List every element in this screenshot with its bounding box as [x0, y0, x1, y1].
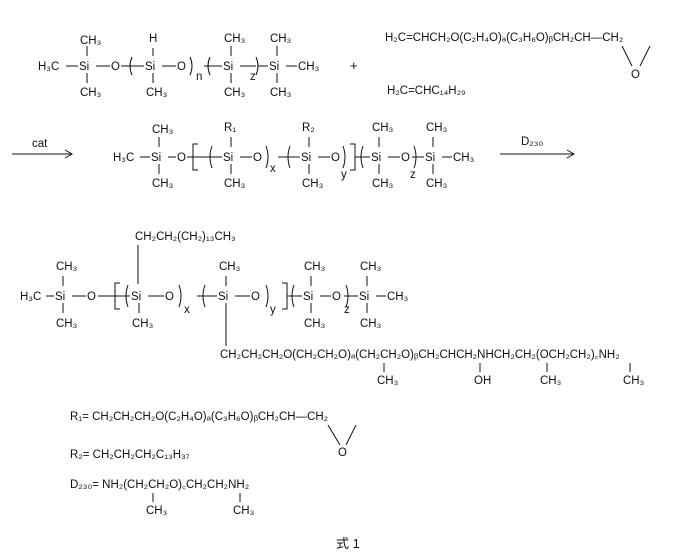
oxygen-atom: O — [87, 291, 96, 303]
methyl-pendant-2: CH₃ — [540, 375, 562, 387]
si-atom: Si — [55, 291, 65, 303]
catalyst-label: cat — [32, 138, 48, 150]
methyl-bottom: CH₃ — [152, 178, 174, 190]
methyl-right: CH₃ — [387, 291, 409, 303]
methyl-bottom: CH₃ — [426, 178, 448, 190]
epoxide-oxygen: O — [338, 447, 347, 459]
scheme-caption: 式 1 — [336, 536, 360, 551]
methyl-pendant-1: CH₃ — [377, 375, 399, 387]
reactant-siloxane: H₃C Si CH₃ CH₃ O Si H CH₃ O n Si CH₃ CH₃… — [38, 33, 320, 99]
reaction-arrow-1: cat — [12, 138, 74, 159]
methyl-right: CH₃ — [453, 152, 475, 164]
subscript-x: x — [184, 304, 190, 316]
oxygen-atom: O — [331, 152, 340, 164]
methyl-bottom: CH₃ — [146, 87, 168, 99]
oxygen-atom: O — [251, 291, 260, 303]
oxygen-atom: O — [165, 291, 174, 303]
reagent-label: D₂₃₀ — [521, 136, 543, 148]
definition-r1: R₁= CH₂CH₂CH₂O(C₂H₄O)ₐ(C₃H₆O)ᵦCH₂CH—CH₂ — [70, 411, 328, 423]
methyl-top: CH₃ — [360, 261, 382, 273]
intermediate-siloxane: H₃C Si CH₃ CH₃ O Si R₁ CH₃ O x Si R₂ CH₃… — [113, 122, 475, 190]
d230-methyl-1: CH₃ — [146, 505, 168, 517]
methyl-top: CH₃ — [56, 261, 78, 273]
si-atom: Si — [151, 152, 161, 164]
definition-d230: D₂₃₀= NH₂(CH₂CH₂O)꜀CH₂CH₂NH₂ — [70, 479, 249, 491]
reaction-arrow-2: D₂₃₀ — [500, 136, 576, 159]
methyl-bottom: CH₃ — [132, 318, 154, 330]
definition-r2: R₂= CH₂CH₂CH₂C₁₃H₃₇ — [70, 449, 190, 461]
si-atom: Si — [223, 61, 233, 73]
methyl-bottom: CH₃ — [80, 87, 102, 99]
product-siloxane: CH₂CH₂(CH₂)₁₃CH₃ H₃C Si CH₃ CH₃ O Si CH₃… — [20, 231, 645, 387]
si-atom: Si — [303, 291, 313, 303]
oxygen-atom: O — [111, 61, 120, 73]
definitions: R₁= CH₂CH₂CH₂O(C₂H₄O)ₐ(C₃H₆O)ᵦCH₂CH—CH₂ … — [70, 411, 357, 517]
subscript-y: y — [270, 304, 276, 316]
methyl-bottom: CH₃ — [56, 318, 78, 330]
substituent-r1: R₁ — [224, 122, 236, 134]
methyl-bottom: CH₃ — [224, 87, 246, 99]
epoxide-oxygen: O — [631, 69, 640, 81]
si-atom: Si — [79, 61, 89, 73]
methyl-bottom: CH₃ — [360, 318, 382, 330]
alkyl-chain-top: CH₂CH₂(CH₂)₁₃CH₃ — [135, 231, 236, 243]
oxygen-atom: O — [253, 152, 262, 164]
si-atom: Si — [425, 152, 435, 164]
polyether-amine-chain: CH₂CH₂CH₂O(CH₂CH₂O)ₐ(CH₂CH₂O)ᵦCH₂CHCH₂NH… — [220, 349, 620, 361]
plus-sign: + — [350, 58, 358, 73]
methyl-h3c-left: H₃C — [113, 152, 134, 164]
si-atom: Si — [131, 291, 141, 303]
si-atom: Si — [145, 61, 155, 73]
reactant-allyl-polyether: H₂C=CHCH₂O(C₂H₄O)ₐ(C₃H₆O)ᵦCH₂CH—CH₂ O — [385, 32, 651, 81]
subscript-n: n — [196, 71, 202, 83]
si-atom: Si — [223, 152, 233, 164]
methyl-h3c-left: H₃C — [20, 291, 41, 303]
hydroxyl-group: OH — [474, 375, 491, 387]
alkene-formula: H₂C=CHC₁₄H₂₉ — [387, 85, 466, 97]
subscript-y: y — [341, 169, 347, 181]
d230-methyl-2: CH₃ — [233, 505, 255, 517]
substituent-r2: R₂ — [302, 122, 315, 134]
hydrogen-atom: H — [149, 33, 157, 45]
methyl-top: CH₃ — [304, 261, 326, 273]
subscript-z: z — [250, 71, 256, 83]
oxygen-atom: O — [401, 152, 410, 164]
methyl-bottom: CH₃ — [224, 178, 246, 190]
allyl-polyether-formula: H₂C=CHCH₂O(C₂H₄O)ₐ(C₃H₆O)ᵦCH₂CH—CH₂ — [385, 32, 623, 44]
si-atom: Si — [218, 291, 228, 303]
methyl-top: CH₃ — [270, 33, 292, 45]
methyl-h3c-left: H₃C — [38, 61, 59, 73]
oxygen-atom: O — [177, 152, 186, 164]
methyl-top: CH₃ — [224, 33, 246, 45]
methyl-top: CH₃ — [80, 35, 102, 47]
methyl-bottom: CH₃ — [304, 318, 326, 330]
subscript-z: z — [410, 169, 416, 181]
oxygen-atom: O — [177, 61, 186, 73]
methyl-top: CH₃ — [152, 124, 174, 136]
methyl-bottom: CH₃ — [372, 178, 394, 190]
subscript-x: x — [270, 163, 276, 175]
methyl-pendant-3: CH₃ — [623, 375, 645, 387]
oxygen-atom: O — [332, 291, 341, 303]
methyl-top: CH₃ — [372, 122, 394, 134]
methyl-top: CH₃ — [426, 122, 448, 134]
si-atom: Si — [359, 291, 369, 303]
si-atom: Si — [301, 152, 311, 164]
si-atom: Si — [371, 152, 381, 164]
methyl-bottom: CH₃ — [302, 178, 324, 190]
methyl-top: CH₃ — [219, 261, 241, 273]
methyl-right: CH₃ — [298, 61, 320, 73]
si-atom: Si — [269, 61, 279, 73]
methyl-bottom: CH₃ — [270, 87, 292, 99]
subscript-z: z — [344, 304, 350, 316]
